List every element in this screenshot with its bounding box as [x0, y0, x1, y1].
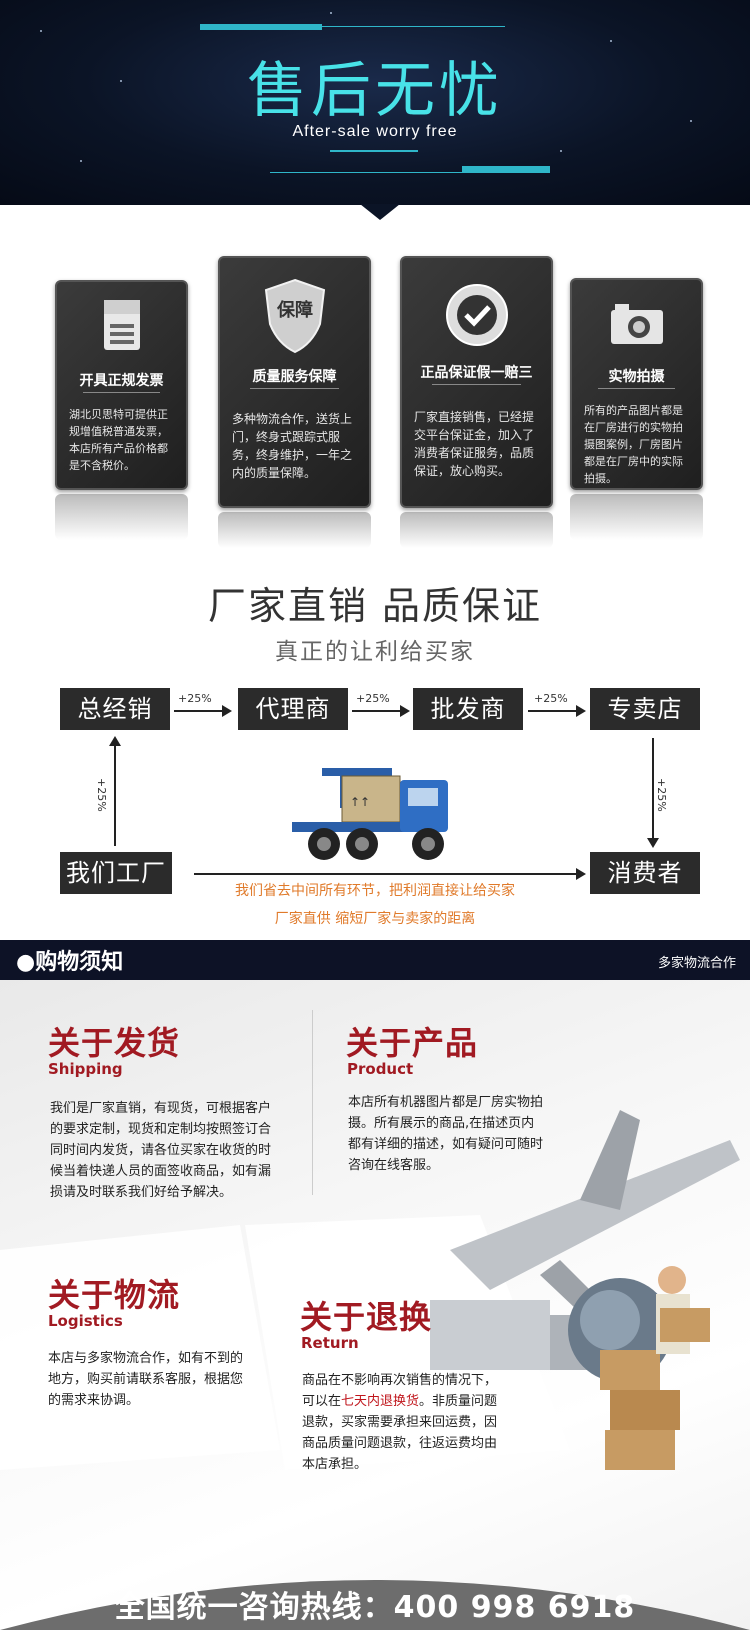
- card-title: 正品保证假一赔三: [420, 365, 533, 381]
- check-badge-icon: [444, 282, 510, 352]
- return-text: 商品在不影响再次销售的情况下，可以在七天内退换货。非质量问题退款，买家需要承担来…: [302, 1373, 498, 1472]
- card-desc: 厂家直接销售，已经提交平台保证金，加入了消费者保证服务，品质保证，放心购买。: [414, 410, 535, 478]
- arrow-right: [528, 705, 586, 717]
- node-distributor: 总经销: [60, 688, 170, 730]
- card-quality: 保障 质量服务保障 多种物流合作，送货上门，终身式跟踪式服务，终身维护，一年之内…: [218, 256, 371, 508]
- arrow-down: [647, 738, 659, 848]
- node-wholesaler: 批发商: [413, 688, 523, 730]
- shipping-text: 我们是厂家直销，有现货，可根据客户的要求定制，现货和定制均按照签订合同时间内发货…: [50, 1101, 272, 1200]
- svg-text:↑↑: ↑↑: [350, 795, 370, 809]
- hero-title: 售后无忧: [247, 56, 503, 126]
- arrow-right: [174, 705, 232, 717]
- logistics-heading: 关于物流: [48, 1276, 181, 1314]
- card-desc: 所有的产品图片都是在厂房进行的实物拍摄图案例，厂房图片都是在厂房中的实际拍摄。: [584, 404, 683, 485]
- product-heading-en: Product: [347, 1060, 414, 1078]
- info-area: 关于发货 Shipping 我们是厂家直销，有现货，可根据客户的要求定制，现货和…: [0, 980, 750, 1630]
- card-title: 质量服务保障: [252, 369, 337, 385]
- decor-bar: [462, 166, 550, 172]
- notice-title: ●购物须知: [16, 950, 124, 975]
- hero-subtitle: After-sale worry free: [292, 123, 458, 140]
- section-subtitle: 真正的让利给买家: [275, 639, 475, 665]
- return-heading: 关于退换: [300, 1298, 433, 1336]
- decor-line: [330, 150, 418, 152]
- notice-right: 多家物流合作: [657, 956, 736, 971]
- decor-line: [200, 26, 505, 27]
- decor-bar: [200, 24, 322, 30]
- product-heading: 关于产品: [346, 1024, 479, 1062]
- node-store: 专卖店: [590, 688, 700, 730]
- decor-line: [270, 172, 550, 173]
- direct-supply-note: 厂家直供 缩短厂家与卖家的距离: [274, 911, 476, 927]
- node-factory: 我们工厂: [60, 852, 172, 894]
- hero-banner: 售后无忧 After-sale worry free: [0, 0, 750, 205]
- shipping-heading: 关于发货: [48, 1024, 181, 1062]
- shield-icon: 保障: [262, 278, 328, 358]
- card-genuine: 正品保证假一赔三 厂家直接销售，已经提交平台保证金，加入了消费者保证服务，品质保…: [400, 256, 553, 508]
- markup-label: +25%: [655, 778, 668, 812]
- product-text: 本店所有机器图片都是厂房实物拍摄。所有展示的商品,在描述页内都有详细的描述，如有…: [348, 1095, 544, 1173]
- return-highlight: 七天内退换货: [341, 1394, 420, 1409]
- node-consumer: 消费者: [590, 852, 700, 894]
- node-agent: 代理商: [238, 688, 348, 730]
- logistics-text: 本店与多家物流合作，如有不到的地方，购买前请联系客服，根据您的需求来协调。: [48, 1351, 244, 1408]
- hotline-banner: [0, 1550, 750, 1630]
- markup-label: +25%: [534, 692, 568, 705]
- logistics-illustration: [430, 1100, 750, 1480]
- savings-note: 我们省去中间所有环节，把利润直接让给买家: [235, 883, 515, 899]
- hotline-text: 全国统一咨询热线：400 998 6918: [114, 1590, 636, 1625]
- markup-label: +25%: [356, 692, 390, 705]
- card-photo: 实物拍摄 所有的产品图片都是在厂房进行的实物拍摄图案例，厂房图片都是在厂房中的实…: [570, 278, 703, 490]
- section-title: 厂家直销 品质保证: [207, 584, 543, 628]
- truck-image: ↑↑: [282, 758, 482, 868]
- card-desc: 多种物流合作，送货上门，终身式跟踪式服务，终身维护，一年之内的质量保障。: [232, 412, 353, 480]
- return-heading-en: Return: [301, 1334, 359, 1352]
- camera-icon: [609, 302, 665, 350]
- arrow-right: [194, 868, 586, 880]
- markup-label: +25%: [178, 692, 212, 705]
- hero-notch: [360, 204, 400, 220]
- card-desc: 湖北贝思特可提供正规增值税普通发票，本店所有产品价格都是不含税价。: [69, 408, 168, 472]
- invoice-icon: [100, 298, 144, 358]
- arrow-right: [352, 705, 410, 717]
- card-invoice: 开具正规发票 湖北贝思特可提供正规增值税普通发票，本店所有产品价格都是不含税价。: [55, 280, 188, 490]
- markup-label: +25%: [95, 778, 108, 812]
- notice-band: ●购物须知 多家物流合作: [0, 940, 750, 980]
- logistics-heading-en: Logistics: [48, 1312, 123, 1330]
- shipping-heading-en: Shipping: [48, 1060, 123, 1078]
- svg-text:保障: 保障: [276, 299, 313, 321]
- card-title: 开具正规发票: [79, 373, 164, 389]
- arrow-up: [109, 736, 121, 846]
- card-title: 实物拍摄: [608, 369, 665, 385]
